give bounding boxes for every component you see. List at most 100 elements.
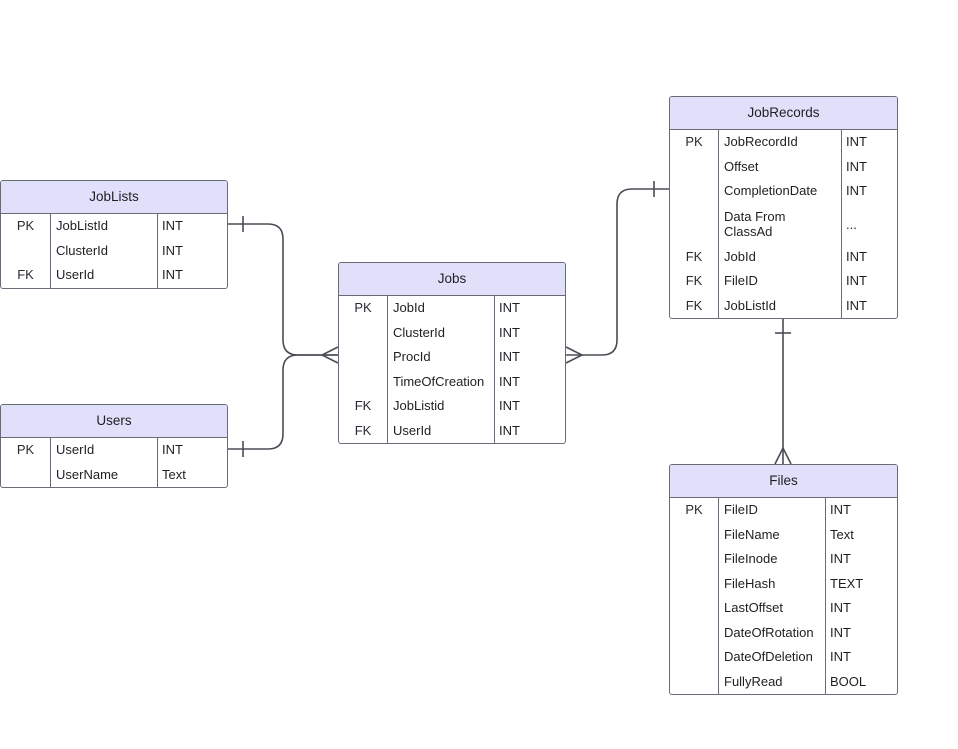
column-type: Text: [157, 462, 227, 487]
key-label: [339, 345, 387, 370]
column-name: FileID: [718, 498, 825, 523]
key-label: FK: [685, 273, 703, 288]
column-name: JobListId: [718, 293, 841, 318]
entity-users[interactable]: Users PK UserId INT UserName Text: [0, 404, 228, 488]
table-row: FileInode INT: [670, 547, 897, 572]
column-type: INT: [494, 369, 565, 394]
table-row: FK UserId INT: [339, 418, 565, 443]
column-name: JobRecordId: [718, 130, 841, 155]
key-label: [339, 370, 387, 395]
column-name: UserName: [50, 462, 157, 487]
table-row: FK FileID INT: [670, 269, 897, 294]
entity-jobrecords[interactable]: JobRecords PK JobRecordId INT Offset INT…: [669, 96, 898, 319]
column-type: INT: [825, 498, 897, 523]
connector-jobrecords-jobs: [566, 188, 669, 356]
column-name: JobId: [387, 296, 494, 321]
table-row: TimeOfCreation INT: [339, 369, 565, 395]
column-type: INT: [825, 645, 897, 670]
key-label: [670, 204, 718, 245]
column-type: INT: [825, 547, 897, 572]
column-name: FileName: [718, 522, 825, 547]
table-row: FK JobListId INT: [670, 293, 897, 318]
table-row: CompletionDate INT: [670, 179, 897, 204]
column-name: DateOfDeletion: [718, 645, 825, 670]
column-type: INT: [494, 394, 565, 419]
column-name: ClusterId: [387, 320, 494, 345]
column-name: UserId: [50, 263, 157, 288]
column-type: INT: [157, 263, 227, 288]
key-label: [670, 645, 718, 670]
key-label: PK: [354, 300, 372, 315]
many-marker-files: [774, 446, 792, 465]
entity-jobs[interactable]: Jobs PK JobId INT ClusterId INT ProcId I…: [338, 262, 566, 444]
table-row: PK JobListId INT: [1, 214, 227, 239]
table-row: FK JobId INT: [670, 244, 897, 269]
column-type: INT: [841, 244, 897, 269]
table-row: FullyRead BOOL: [670, 669, 897, 695]
entity-joblists[interactable]: JobLists PK JobListId INT ClusterId INT …: [0, 180, 228, 289]
column-name: FileHash: [718, 571, 825, 596]
column-type: BOOL: [825, 669, 897, 694]
many-marker-jobs-right: [565, 346, 584, 364]
table-row: ClusterId INT: [339, 320, 565, 346]
column-name: LastOffset: [718, 596, 825, 621]
key-label: [670, 523, 718, 548]
key-label: FK: [685, 248, 703, 264]
column-type: INT: [157, 214, 227, 239]
column-name-text: Data From ClassAd: [724, 209, 786, 239]
entity-files[interactable]: Files PK FileID INT FileName Text FileIn…: [669, 464, 898, 695]
table-row: LastOffset INT: [670, 596, 897, 621]
column-name: FileInode: [718, 547, 825, 572]
column-name: Data From ClassAd: [718, 203, 841, 245]
key-label: FK: [354, 422, 372, 438]
column-type: ...: [841, 203, 897, 245]
column-type: INT: [841, 293, 897, 318]
key-label: [670, 155, 718, 180]
key-label: [670, 179, 718, 204]
key-label: [1, 239, 50, 264]
table-row: Data From ClassAd ...: [670, 203, 897, 245]
table-row: PK UserId INT: [1, 438, 227, 463]
column-name: CompletionDate: [718, 179, 841, 204]
table-row: DateOfRotation INT: [670, 620, 897, 645]
table-row: ProcId INT: [339, 345, 565, 370]
column-type: INT: [494, 418, 565, 443]
table-row: PK JobId INT: [339, 296, 565, 321]
table-row: UserName Text: [1, 462, 227, 488]
column-name: Offset: [718, 154, 841, 179]
key-label: [339, 321, 387, 346]
table-row: DateOfDeletion INT: [670, 645, 897, 670]
column-name: TimeOfCreation: [387, 369, 494, 394]
key-label: [670, 596, 718, 621]
column-name: ClusterId: [50, 238, 157, 263]
column-name: UserId: [50, 438, 157, 463]
column-type: INT: [157, 238, 227, 263]
entity-title: Files: [670, 465, 897, 498]
column-name: UserId: [387, 418, 494, 443]
key-label: PK: [685, 134, 703, 149]
key-label: [670, 670, 718, 695]
table-row: Offset INT: [670, 154, 897, 180]
entity-title: JobLists: [1, 181, 227, 214]
column-type: TEXT: [825, 571, 897, 596]
key-label: FK: [17, 267, 34, 282]
connector-users-jobs: [228, 354, 338, 450]
table-row: FK JobListid INT: [339, 394, 565, 419]
key-label: [1, 463, 50, 488]
entity-title: Users: [1, 405, 227, 438]
key-label: PK: [685, 502, 703, 517]
entity-title: JobRecords: [670, 97, 897, 130]
column-type: INT: [841, 154, 897, 179]
column-type: INT: [157, 438, 227, 463]
table-row: PK FileID INT: [670, 498, 897, 523]
key-label: PK: [16, 442, 35, 457]
column-type: INT: [841, 179, 897, 204]
column-name: ProcId: [387, 345, 494, 370]
column-type: INT: [494, 320, 565, 345]
key-label: [670, 572, 718, 597]
column-type: INT: [825, 596, 897, 621]
column-type: INT: [841, 269, 897, 294]
column-type: Text: [825, 522, 897, 547]
column-type: INT: [494, 345, 565, 370]
